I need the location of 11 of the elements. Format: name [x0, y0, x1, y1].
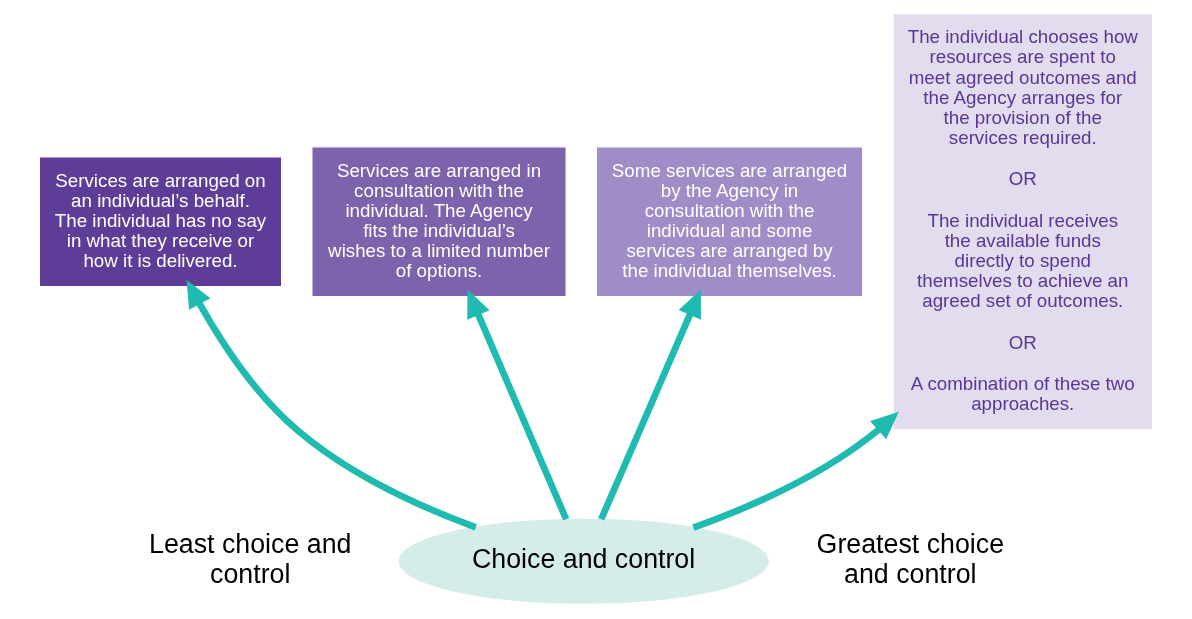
arrow: [186, 279, 477, 531]
label: Least choice and control: [149, 529, 352, 589]
node-box: The individual chooses how resources are spent to meet agreed outcomes and the Agency arranges for the provision of the services required. OR The individual receives the available funds directly to spend themselves to achieve an agreed set of outcomes. OR A combination of these two approaches.: [892, 12, 1154, 431]
arrow: [598, 289, 701, 521]
node-ellipse: Choice and control: [398, 518, 769, 604]
node-box: Some services are arranged by the Agency in consultation with the individual and some services are arranged by the individual themselves.: [595, 146, 864, 298]
node-box: Services are arranged in consultation with the individual. The Agency fits the individual’s wishes to a limited number of options.: [311, 146, 567, 298]
label: Greatest choice and control: [816, 529, 1005, 589]
arrow: [467, 289, 570, 521]
node-box: Services are arranged on an individual’s behalf. The individual has no say in what they receive or how it is delivered.: [38, 156, 283, 288]
arrow: [692, 411, 899, 531]
